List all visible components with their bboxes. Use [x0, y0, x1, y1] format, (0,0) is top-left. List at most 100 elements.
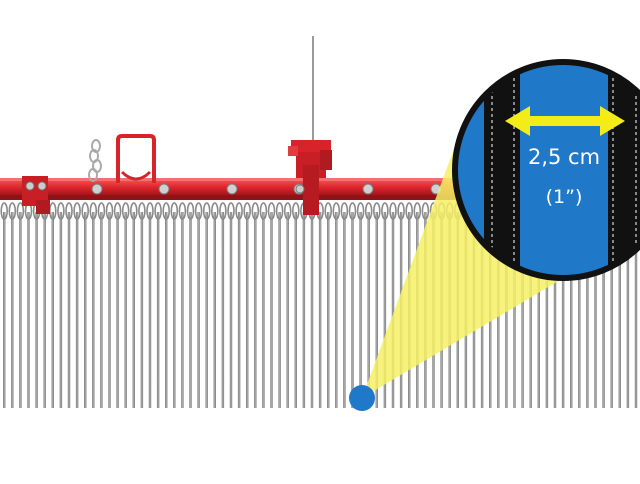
tine-spring [219, 202, 227, 220]
tine-spring [178, 202, 187, 220]
tine-spring [259, 202, 268, 220]
tine-spring [81, 202, 89, 220]
rake-tine [67, 212, 71, 408]
tine-spring [381, 202, 389, 220]
tine-spring [138, 202, 146, 220]
rake-tine [213, 212, 216, 408]
rake-tine [124, 212, 127, 408]
tine-spring [146, 202, 154, 220]
rake-tine [246, 212, 249, 408]
tine-spring [57, 202, 65, 220]
tine-spring [324, 202, 333, 220]
tine-spring [332, 202, 341, 220]
rake-tine [351, 212, 354, 408]
rake-tine [51, 212, 54, 408]
rake-tine [561, 212, 565, 408]
rake-tine [391, 212, 395, 408]
tine-spring [348, 202, 357, 220]
rake-tine [626, 212, 630, 408]
rake-tine [59, 212, 63, 408]
tine-spring [421, 202, 430, 220]
rake-tine [254, 212, 257, 408]
zoom-callout-circle [452, 59, 640, 281]
rake-tine [335, 212, 338, 408]
tine-spring [202, 202, 211, 220]
rake-tine [553, 212, 557, 408]
tine-spring [97, 202, 106, 220]
tine-spring [89, 202, 98, 220]
tine-spring [389, 202, 397, 220]
tine-spring [267, 202, 276, 220]
rake-tine [237, 212, 241, 408]
rake-tine [140, 212, 144, 408]
rake-tine [181, 212, 184, 408]
tine-spring [405, 202, 414, 220]
frame-end-bracket [22, 176, 50, 214]
frame-bolt [158, 183, 170, 195]
mounting-chain [88, 139, 102, 182]
tine-spring [170, 202, 179, 220]
rake-tine [35, 212, 38, 408]
frame-bolt [91, 183, 103, 195]
tine-spring [227, 202, 235, 220]
tine-spring [121, 202, 130, 220]
rake-tine [310, 212, 314, 408]
tine-spring [211, 202, 219, 220]
spacing-imperial-label: (1ˮ) [545, 186, 583, 208]
rake-tine [375, 212, 378, 408]
rake-tine [286, 212, 289, 408]
rake-tine [359, 212, 362, 408]
tine-spring [235, 202, 243, 220]
rake-tine [578, 212, 581, 408]
rake-tine [294, 212, 297, 408]
rake-tine [545, 212, 549, 408]
rake-tine [278, 212, 281, 408]
rake-tine [165, 212, 168, 408]
rake-tine [197, 212, 200, 408]
rake-tine [594, 212, 597, 408]
rake-tine [618, 212, 621, 408]
tine-spring [397, 202, 405, 220]
rake-tine [221, 212, 225, 408]
rake-tine [229, 212, 233, 408]
rake-tine [586, 212, 589, 408]
zoom-projection-cone [362, 138, 560, 398]
tine-spring [0, 202, 8, 220]
rake-tine [537, 212, 540, 408]
spacing-measurement-label: 2,5 cm [527, 145, 601, 169]
rake-tine [173, 212, 176, 408]
tine-spring [372, 202, 381, 220]
tine-spring [105, 202, 114, 220]
tine-spring [130, 202, 138, 220]
tine-spring [340, 202, 349, 220]
rake-tine [602, 212, 605, 408]
tine-spring [275, 202, 284, 220]
rake-tine [343, 212, 346, 408]
rake-tine [11, 212, 14, 408]
rake-tine [634, 212, 638, 408]
tine-spring [73, 202, 81, 220]
rake-tine [116, 212, 119, 408]
frame-bolt [362, 183, 374, 195]
rake-tine [327, 212, 330, 408]
measurement-arrow [505, 106, 625, 136]
tine-spring [194, 202, 203, 220]
rake-tine [383, 212, 387, 408]
rake-tine [27, 212, 30, 408]
u-shaped-handle [116, 134, 156, 183]
rake-tine [108, 212, 111, 408]
tine-spring [291, 202, 300, 220]
tine-spring [16, 202, 25, 220]
rake-tine [75, 212, 79, 408]
rake-tine [132, 212, 135, 408]
rake-tine [148, 212, 152, 408]
rake-tine [84, 212, 87, 408]
rake-tine [189, 212, 192, 408]
tine-spring [8, 202, 17, 220]
rake-tine [205, 212, 208, 408]
tine-spring [283, 202, 292, 220]
tine-spring [364, 202, 373, 220]
rake-tine [156, 212, 160, 408]
